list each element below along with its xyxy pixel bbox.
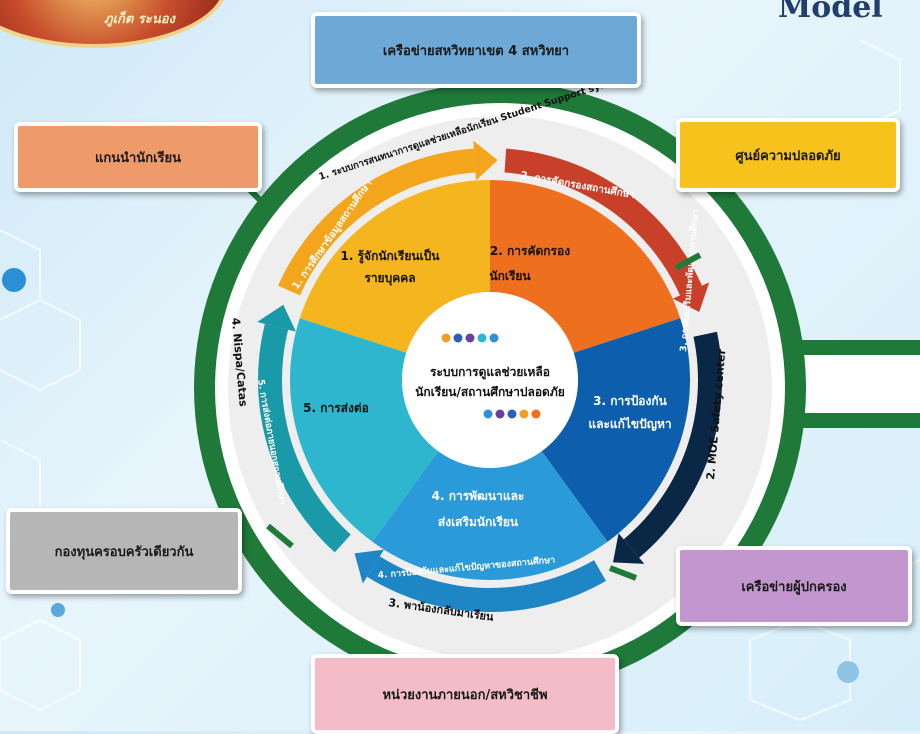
center-dot: [483, 409, 493, 419]
center-dot: [453, 333, 463, 343]
segment-2-line2: นักเรียน: [489, 269, 531, 283]
arc-band-3: [623, 331, 722, 558]
arrow-left-bottom: [266, 523, 294, 549]
pie-segments: [290, 180, 690, 580]
center-dot: [519, 409, 529, 419]
segment-2-wedge: [490, 180, 681, 353]
arc-band-2-arrowhead: [672, 282, 710, 313]
center-dot: [507, 409, 517, 419]
center-text-line1: ระบบการดูแลช่วยเหลือ: [430, 365, 550, 380]
center-dot: [441, 333, 451, 343]
center-dot: [495, 409, 505, 419]
arc-band-3-arrowhead: [613, 533, 645, 564]
arc-band-5: [258, 323, 351, 553]
arc-band-4: [367, 556, 606, 613]
segment-4-line2: ส่งเสริมนักเรียน: [438, 515, 519, 529]
segment-3-line2: และแก้ไขปัญหา: [588, 416, 671, 431]
center-dot: [477, 333, 487, 343]
arc-band-1-arrowhead: [473, 140, 498, 181]
model-title: Model: [778, 0, 883, 25]
arrow-right-bottom: [608, 565, 638, 581]
segment-1-line2: รายบุคคล: [364, 271, 415, 286]
segment-3-line1: 3. การป้องกัน: [593, 394, 667, 408]
center-circle: [402, 292, 578, 468]
arrow-arcs: [257, 140, 722, 613]
segment-2-line1: 2. การคัดกรอง: [490, 244, 570, 258]
center-dot: [465, 333, 475, 343]
arrow-right-top: [674, 252, 702, 271]
network-box-top: เครือข่ายสหวิทยาเขต 4 สหวิทยา: [311, 12, 641, 88]
center-dot: [489, 333, 499, 343]
arc-band-2: [504, 148, 702, 296]
arc-band-5-arrowhead: [257, 304, 296, 332]
segment-4-line1: 4. การพัฒนาและ: [432, 489, 525, 503]
arc-band-1: [278, 148, 476, 296]
segment-1-wedge: [299, 180, 490, 353]
segment-1-line1: 1. รู้จักนักเรียนเป็น: [341, 248, 441, 264]
center-text-line2: นักเรียน/สถานศึกษาปลอดภัย: [415, 385, 565, 399]
network-box-right-bottom: เครือข่ายผู้ปกครอง: [676, 546, 912, 626]
arc-band-4-arrowhead: [354, 549, 385, 584]
network-box-left-top: แกนนำนักเรียน: [14, 122, 262, 192]
segment-5-line1: 5. การส่งต่อ: [303, 401, 369, 415]
segment-4-wedge: [372, 451, 608, 580]
logo-text: ภูเก็ต ระนอง: [104, 12, 175, 27]
segment-3-wedge: [541, 318, 690, 542]
center-dot: [531, 409, 541, 419]
network-box-right-top: ศูนย์ความปลอดภัย: [676, 118, 900, 192]
network-box-bottom: หน่วยงานภายนอก/สหวิชาชีพ: [311, 654, 619, 734]
network-box-left-bottom: กองทุนครอบครัวเดียวกัน: [6, 508, 242, 594]
segment-5-wedge: [290, 318, 439, 542]
